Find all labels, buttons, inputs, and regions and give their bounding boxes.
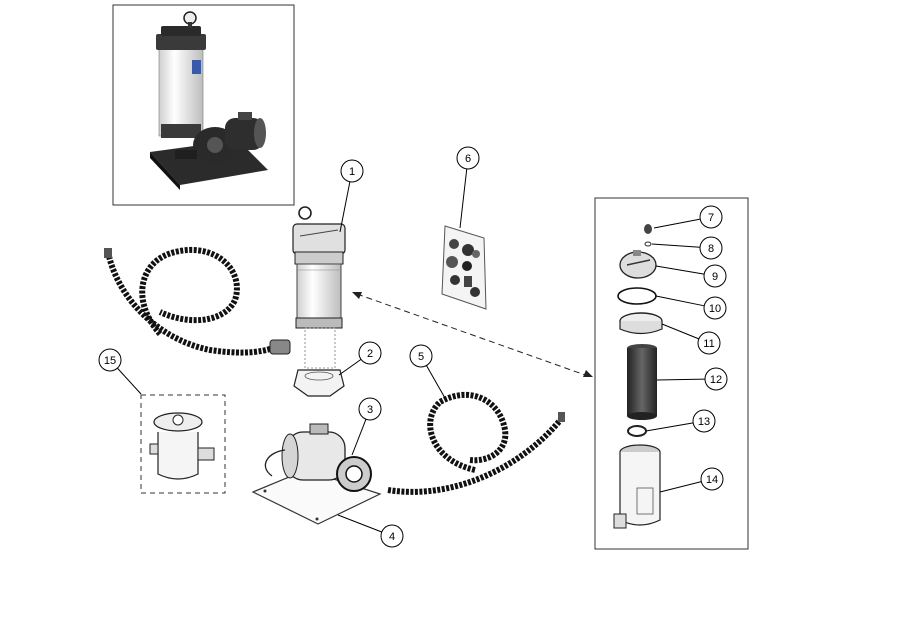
filter-stand bbox=[293, 327, 345, 397]
leader-line-9 bbox=[655, 265, 705, 275]
hardware-pack bbox=[441, 225, 487, 310]
leader-line-8 bbox=[651, 243, 701, 248]
leader-line-4 bbox=[337, 514, 382, 533]
leader-line-13 bbox=[645, 422, 694, 432]
callout-11: 11 bbox=[697, 331, 721, 355]
leader-line-10 bbox=[655, 295, 705, 307]
callout-circle-8 bbox=[699, 236, 723, 260]
callout-label-4: 4 bbox=[389, 531, 395, 543]
callout-label-1: 1 bbox=[349, 166, 355, 178]
callout-label-6: 6 bbox=[465, 153, 471, 165]
callout-label-15: 15 bbox=[104, 355, 116, 367]
callout-circle-15 bbox=[98, 348, 122, 372]
cartridge-parts-box bbox=[594, 197, 749, 550]
callout-label-11: 11 bbox=[703, 338, 714, 350]
callout-circle-6 bbox=[456, 146, 480, 170]
leader-line-2 bbox=[338, 358, 362, 376]
callout-5: 5 bbox=[409, 344, 433, 368]
callout-circle-1 bbox=[340, 159, 364, 183]
leader-line-14 bbox=[659, 481, 702, 493]
callout-label-7: 7 bbox=[708, 212, 714, 224]
pump-motor bbox=[251, 423, 382, 525]
leader-line-11 bbox=[661, 323, 699, 340]
leader-lines bbox=[117, 168, 706, 533]
callout-label-8: 8 bbox=[708, 243, 714, 255]
callout-label-13: 13 bbox=[698, 416, 710, 428]
hose-left bbox=[104, 247, 291, 356]
leader-line-12 bbox=[656, 378, 706, 381]
filter-tank bbox=[292, 206, 346, 329]
callout-15: 15 bbox=[98, 348, 122, 372]
product-photo bbox=[112, 4, 295, 206]
callout-10: 10 bbox=[703, 296, 727, 320]
leader-line-5 bbox=[426, 365, 446, 399]
callout-3: 3 bbox=[358, 397, 382, 421]
callout-4: 4 bbox=[380, 524, 404, 548]
strainer-housing bbox=[140, 394, 226, 494]
callout-circle-14 bbox=[700, 467, 724, 491]
hose-right bbox=[387, 391, 565, 495]
callout-label-3: 3 bbox=[367, 404, 373, 416]
callout-circle-4 bbox=[380, 524, 404, 548]
assembly-arrow bbox=[352, 292, 593, 377]
callout-circle-3 bbox=[358, 397, 382, 421]
callout-8: 8 bbox=[699, 236, 723, 260]
callout-12: 12 bbox=[704, 367, 728, 391]
callout-circle-2 bbox=[358, 341, 382, 365]
leader-line-6 bbox=[459, 168, 468, 229]
callout-label-5: 5 bbox=[418, 351, 424, 363]
callout-circle-12 bbox=[704, 367, 728, 391]
leader-line-3 bbox=[351, 419, 367, 456]
callout-circle-10 bbox=[703, 296, 727, 320]
callout-6: 6 bbox=[456, 146, 480, 170]
callout-circle-9 bbox=[703, 264, 727, 288]
callout-label-9: 9 bbox=[712, 271, 718, 283]
callout-label-12: 12 bbox=[710, 374, 722, 386]
callout-9: 9 bbox=[703, 264, 727, 288]
callout-13: 13 bbox=[692, 409, 716, 433]
callout-7: 7 bbox=[699, 205, 723, 229]
leader-line-7 bbox=[653, 218, 701, 229]
callout-circle-13 bbox=[692, 409, 716, 433]
callout-14: 14 bbox=[700, 467, 724, 491]
callout-circle-11 bbox=[697, 331, 721, 355]
callout-label-10: 10 bbox=[709, 303, 721, 315]
callout-2: 2 bbox=[358, 341, 382, 365]
leader-line-15 bbox=[117, 367, 142, 395]
callout-label-14: 14 bbox=[706, 474, 718, 486]
callout-label-2: 2 bbox=[367, 348, 373, 360]
callout-1: 1 bbox=[340, 159, 364, 183]
callout-circle-5 bbox=[409, 344, 433, 368]
leader-line-1 bbox=[339, 181, 351, 233]
callout-circle-7 bbox=[699, 205, 723, 229]
